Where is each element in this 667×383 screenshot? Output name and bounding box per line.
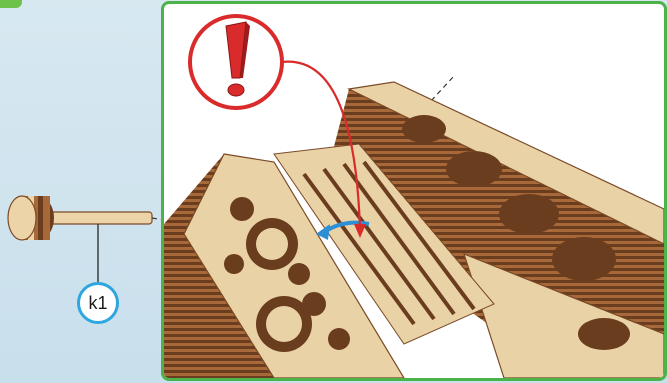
part-label-text: k1 <box>88 293 107 314</box>
k1-cap-face <box>8 196 36 240</box>
part-label-k1: k1 <box>77 282 119 324</box>
engine-assembly-illustration <box>164 4 664 378</box>
k1-rod <box>48 212 152 224</box>
k1-cap-side <box>22 196 50 240</box>
warning-badge <box>190 16 282 108</box>
step-corner-tab <box>0 0 22 8</box>
assembly-view-frame <box>161 1 667 381</box>
k1-cap-back <box>22 196 54 240</box>
